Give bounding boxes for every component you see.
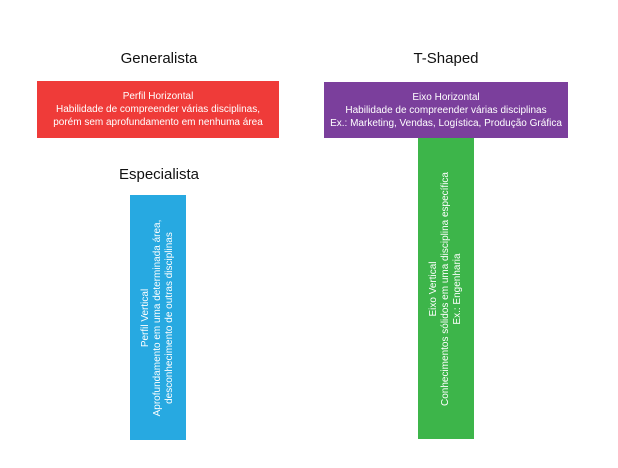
tshaped-title: T-Shaped [413, 50, 479, 67]
especialista-vertical-bar: Perfil Vertical Aprofundamento em uma de… [130, 195, 186, 440]
especialista-bar-text: Perfil Vertical Aprofundamento em uma de… [140, 219, 176, 416]
tshaped-vertical-line1: Conhecimentos sólidos em uma disciplina … [440, 171, 451, 406]
especialista-title: Especialista [118, 166, 200, 183]
tshaped-vertical-line2: Ex.: Engenharia [452, 252, 463, 325]
tshaped-horizontal-line1: Habilidade de compreender várias discipl… [345, 104, 547, 116]
generalista-box-heading: Perfil Horizontal [122, 91, 194, 102]
tshaped-vertical-text: Eixo Vertical Conhecimentos sólidos em u… [428, 171, 464, 405]
tshaped-horizontal-box: Eixo Horizontal Habilidade de compreende… [324, 82, 568, 138]
tshaped-horizontal-heading: Eixo Horizontal [412, 91, 480, 103]
especialista-bar-line2: desconhecimento de outras disciplinas [164, 231, 175, 404]
generalista-box-line1: Habilidade de compreender várias discipl… [56, 104, 260, 115]
generalista-horizontal-box: Perfil Horizontal Habilidade de compreen… [37, 81, 279, 138]
generalista-title: Generalista [120, 50, 198, 67]
tshaped-horizontal-line2: Ex.: Marketing, Vendas, Logística, Produ… [330, 117, 562, 129]
generalista-box-line2: porém sem aprofundamento em nenhuma área [53, 117, 263, 128]
especialista-bar-line1: Aprofundamento em uma determinada área, [152, 219, 163, 416]
tshaped-vertical-heading: Eixo Vertical [428, 260, 439, 317]
tshaped-vertical-bar: Eixo Vertical Conhecimentos sólidos em u… [418, 138, 474, 439]
especialista-bar-heading: Perfil Vertical [140, 288, 151, 347]
